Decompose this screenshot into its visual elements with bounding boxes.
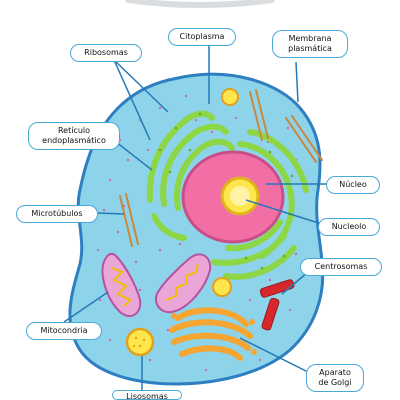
leader-lines <box>63 44 330 392</box>
label-nucleolo: Nucleolo <box>318 218 380 236</box>
endoplasmic-reticulum <box>146 110 309 280</box>
nucleolus-core <box>230 186 250 206</box>
centrosome <box>259 279 295 331</box>
label-mitocondria: Mitocondria <box>26 322 102 340</box>
label-microtubulos: Microtúbulos <box>16 205 98 223</box>
label-aparato-de-golgi: Aparato de Golgi <box>306 364 364 392</box>
label-lisosomas: Lisosomas <box>112 390 182 400</box>
label-nucleo: Núcleo <box>326 176 380 194</box>
ribosome-dots <box>96 94 298 372</box>
label-ribosomas: Ribosomas <box>70 44 142 62</box>
label-reticulo-endoplasmatico: Retículo endoplasmático <box>28 122 120 150</box>
lysosome-middle <box>212 277 232 297</box>
label-membrana-plasmatica: Membrana plasmática <box>272 30 348 58</box>
lysosome-top <box>221 88 239 106</box>
mitochondrion-right <box>154 253 212 314</box>
microtubules-top <box>249 89 269 141</box>
golgi-apparatus <box>169 307 257 361</box>
microtubules-right <box>285 115 323 163</box>
label-centrosomas: Centrosomas <box>300 258 382 276</box>
label-citoplasma: Citoplasma <box>168 28 236 46</box>
lysosome-bottom <box>125 327 155 357</box>
microtubules-left <box>119 193 139 247</box>
top-partial-shape <box>125 0 275 8</box>
